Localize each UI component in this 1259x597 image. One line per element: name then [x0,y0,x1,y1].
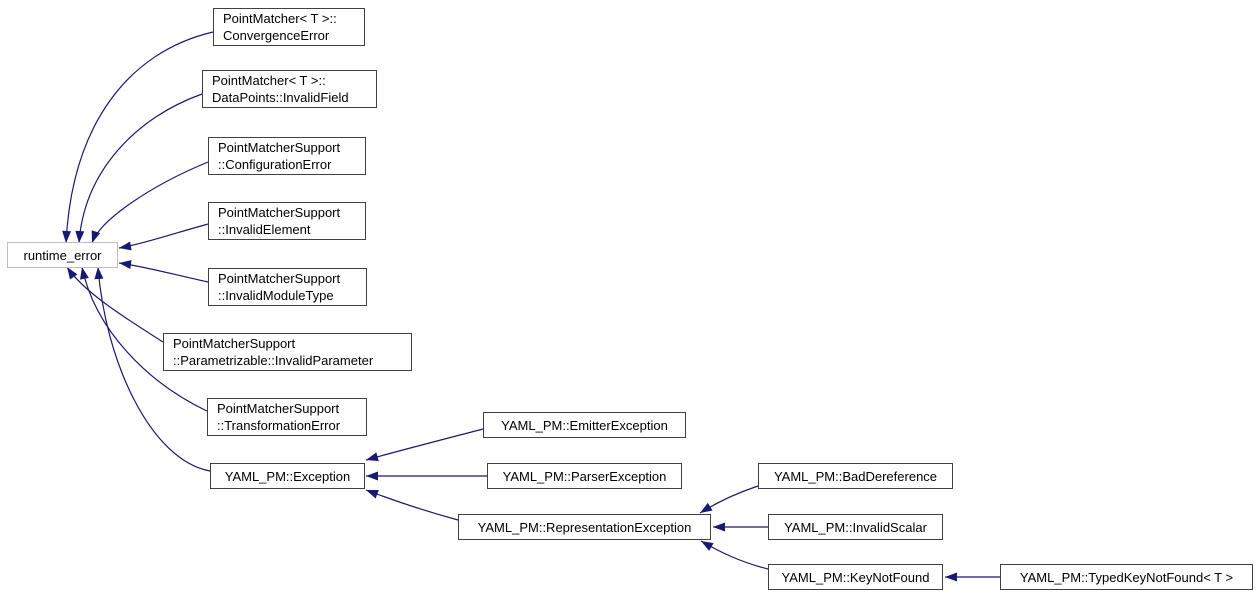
class-node-label: YAML_PM::EmitterException [501,417,668,433]
class-node-pointmatcher-convergence-error[interactable]: PointMatcher< T >::ConvergenceError [213,8,365,46]
edge-pointmatchersupport-transformation-error-to-runtime-error [80,266,208,412]
class-node-pointmatchersupport-transformation-error[interactable]: PointMatcherSupport::TransformationError [207,398,367,436]
class-node-label: DataPoints::InvalidField [212,90,349,105]
class-node-yaml-pm-invalid-scalar[interactable]: YAML_PM::InvalidScalar [768,514,943,540]
class-node-yaml-pm-key-not-found[interactable]: YAML_PM::KeyNotFound [768,564,943,590]
class-node-label: YAML_PM::TypedKeyNotFound< T > [1019,569,1234,585]
edge-pointmatchersupport-invalid-element-to-runtime-error [118,223,209,251]
class-node-label: ::ConfigurationError [218,157,332,172]
class-node-pointmatchersupport-invalid-element[interactable]: PointMatcherSupport::InvalidElement [208,202,366,240]
class-node-label: PointMatcherSupport [217,401,340,416]
class-node-yaml-pm-typed-key-not-found[interactable]: YAML_PM::TypedKeyNotFound< T > [1000,564,1253,590]
class-node-label: YAML_PM::ParserException [502,468,667,484]
edge-pointmatcher-convergence-error-to-runtime-error [62,31,214,244]
class-node-label: PointMatcher< T >:: [212,73,326,88]
class-node-label: ::InvalidModuleType [218,288,334,303]
class-node-label: YAML_PM::RepresentationException [477,519,692,535]
class-node-label: PointMatcher< T >:: [223,11,337,26]
class-node-yaml-pm-representation-exception[interactable]: YAML_PM::RepresentationException [458,514,711,540]
class-node-yaml-pm-exception[interactable]: YAML_PM::Exception [210,463,365,489]
edge-yaml-pm-key-not-found-to-yaml-pm-representation-exception [700,540,769,570]
class-node-label: YAML_PM::KeyNotFound [781,569,930,585]
edge-yaml-pm-emitter-exception-to-yaml-pm-exception [365,428,484,462]
class-node-label: YAML_PM::Exception [224,468,351,484]
class-node-label: YAML_PM::BadDereference [773,468,938,484]
class-node-label: ::TransformationError [217,418,341,433]
edge-yaml-pm-representation-exception-to-yaml-pm-exception [365,489,459,521]
class-node-yaml-pm-parser-exception[interactable]: YAML_PM::ParserException [487,463,682,489]
class-node-label: YAML_PM::InvalidScalar [784,519,927,535]
class-node-label: ::Parametrizable::InvalidParameter [173,353,374,368]
class-node-pointmatchersupport-parametrizable-invalid-parameter[interactable]: PointMatcherSupport::Parametrizable::Inv… [163,333,412,371]
edge-yaml-pm-exception-to-runtime-error [94,266,211,472]
class-node-label: PointMatcherSupport [218,140,341,155]
class-node-label: runtime_error [23,247,102,263]
class-node-label: PointMatcherSupport [218,205,341,220]
class-node-label: PointMatcherSupport [173,336,296,351]
edge-pointmatchersupport-invalid-module-type-to-runtime-error [118,260,209,283]
class-node-pointmatchersupport-configuration-error[interactable]: PointMatcherSupport::ConfigurationError [208,137,366,175]
class-node-label: PointMatcherSupport [218,271,341,286]
class-node-pointmatcher-datapoints-invalid-field[interactable]: PointMatcher< T >::DataPoints::InvalidFi… [202,70,377,108]
class-node-label: ::InvalidElement [218,222,311,237]
edge-yaml-pm-bad-dereference-to-yaml-pm-representation-exception [699,485,759,514]
class-node-yaml-pm-bad-dereference[interactable]: YAML_PM::BadDereference [758,463,953,489]
class-node-label: ConvergenceError [223,28,330,43]
class-node-pointmatchersupport-invalid-module-type[interactable]: PointMatcherSupport::InvalidModuleType [208,268,367,306]
edge-pointmatchersupport-parametrizable-invalid-parameter-to-runtime-error [66,266,164,343]
class-node-runtime-error: runtime_error [7,242,118,268]
class-node-yaml-pm-emitter-exception[interactable]: YAML_PM::EmitterException [483,412,686,438]
edge-pointmatcher-datapoints-invalid-field-to-runtime-error [75,93,203,244]
edge-pointmatchersupport-configuration-error-to-runtime-error [91,161,209,244]
